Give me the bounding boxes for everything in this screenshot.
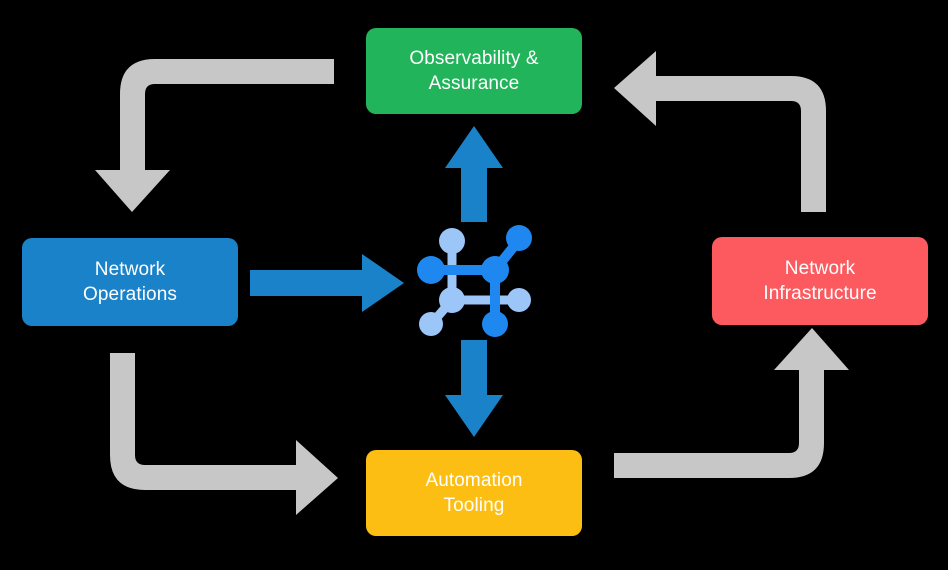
gray-arrow-infrastructure-to-observability — [614, 51, 826, 212]
blue-arrow-center-to-observability — [445, 126, 503, 222]
node-box-observability[interactable]: Observability & Assurance — [366, 28, 582, 114]
network-icon-nodes — [417, 225, 532, 337]
gray-arrow-operations-to-automation — [110, 353, 338, 515]
node-box-infrastructure[interactable]: Network Infrastructure — [712, 237, 928, 325]
gray-arrow-observability-to-operations — [95, 59, 334, 212]
node-box-automation[interactable]: Automation Tooling — [366, 450, 582, 536]
node-box-operations[interactable]: Network Operations — [22, 238, 238, 326]
gray-arrow-automation-to-infrastructure — [614, 328, 849, 478]
blue-arrow-center-to-automation — [445, 340, 503, 437]
blue-arrow-operations-to-center — [250, 254, 404, 312]
